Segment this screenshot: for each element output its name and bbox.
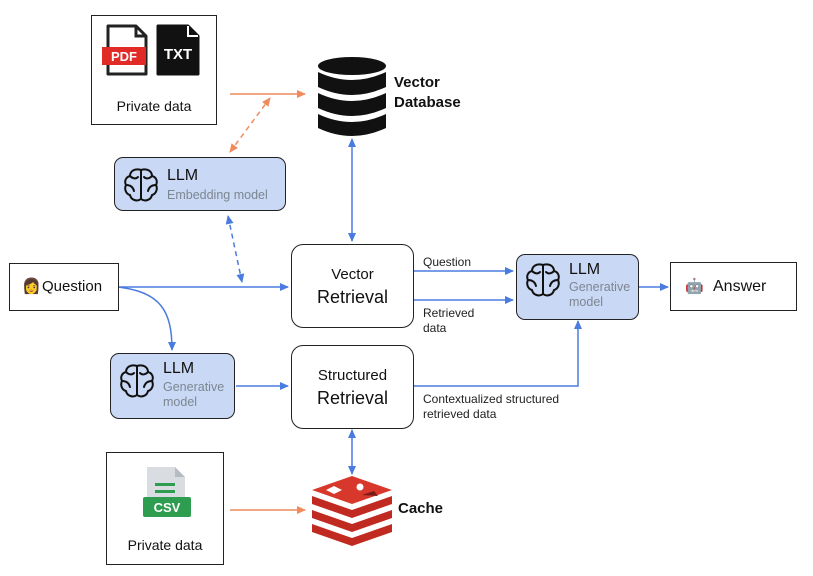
answer-label: Answer [713,278,767,295]
private-data-bottom-label: Private data [127,537,203,553]
llm-generative-left-subtitle-line1: Generative [163,380,225,394]
llm-generative-right-box: LLM Generative model [516,254,639,320]
structured-retrieval-line2: Retrieval [316,388,389,408]
brain-icon [120,364,154,398]
pdf-icon [102,24,148,76]
edge-label-contextualized-line2: retrieved data [423,407,497,421]
structured-retrieval-box: Structured Retrieval [291,345,414,429]
vector-retrieval-line2: Retrieval [316,287,389,307]
edge-label-retrieved-line1: Retrieved [423,306,475,320]
llm-generative-left-subtitle-line2: model [163,395,198,409]
vector-database-label-line1: Vector [394,74,440,91]
edge-label-question: Question [423,255,472,269]
robot-emoji-icon: 🤖 [685,278,704,295]
structured-retrieval-line1: Structured [317,367,388,384]
llm-generative-right-title: LLM [569,261,601,278]
woman-emoji-icon: 👩 [22,278,41,295]
cache-label: Cache [398,500,444,517]
pdf-icon-text: PDF [111,49,137,64]
vector-retrieval-line1: Vector [331,266,374,283]
llm-generative-right-subtitle-line1: Generative [569,280,631,294]
private-data-top-box: PDF TXT Private data [91,15,217,125]
brain-icon [124,168,158,202]
txt-icon [156,24,200,76]
llm-embedding-subtitle: Embedding model [167,188,268,202]
brain-icon [526,263,560,297]
llm-generative-right-subtitle-line2: model [569,295,604,309]
llm-generative-left-box: LLM Generative model [110,353,235,419]
arrow-contextualized-to-llm-right [414,320,582,387]
llm-generative-left-title: LLM [163,360,195,377]
arrow-question-to-llm-generative [117,286,176,351]
llm-embedding-box: LLM Embedding model [114,157,286,211]
vector-retrieval-box: Vector Retrieval [291,244,414,328]
private-data-bottom-box: CSV Private data [106,452,224,565]
csv-icon-text: CSV [153,500,181,515]
question-box: 👩 Question [9,263,119,311]
private-data-top-label: Private data [116,98,192,114]
edge-label-contextualized-line1: Contextualized structured [423,392,560,406]
question-label: Question [42,278,103,295]
arrow-embedding-dashed-orange [229,97,271,153]
answer-box: 🤖 Answer [670,262,797,311]
arrow-embedding-dashed-blue [225,215,245,283]
csv-icon [143,467,191,517]
llm-embedding-title: LLM [167,167,199,184]
txt-icon-text: TXT [163,46,193,63]
edge-label-retrieved-line2: data [423,321,447,335]
vector-database-label-line2: Database [394,94,461,111]
